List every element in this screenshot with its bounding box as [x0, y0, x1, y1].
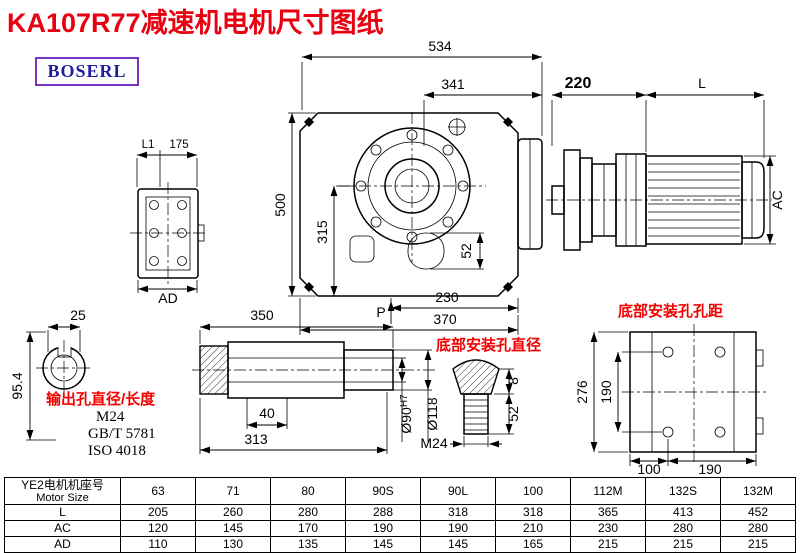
table-cell: 260 — [195, 504, 271, 521]
table-cell: 215 — [645, 536, 721, 553]
table-row-ac: AC 120 145 170 190 190 210 230 280 280 — [4, 520, 796, 537]
dim-52: 52 — [458, 243, 474, 259]
dim-25: 25 — [70, 307, 86, 323]
bolt-shank — [463, 393, 489, 435]
table-cell: 452 — [720, 504, 796, 521]
dim-bolt-52: 52 — [505, 406, 521, 422]
col-header: 80 — [270, 477, 346, 505]
table-header-row: YE2电机机座号 Motor Size 63 71 80 90S 90L 100… — [4, 477, 796, 505]
col-header: 100 — [495, 477, 571, 505]
table-row-ad: AD 110 130 135 145 145 165 215 215 215 — [4, 536, 796, 553]
row-label: AC — [4, 520, 121, 537]
table-cell: 365 — [570, 504, 646, 521]
table-cell: 288 — [345, 504, 421, 521]
dim-l1: L1 — [142, 139, 155, 151]
label-gb-standard: GB/T 5781 — [88, 426, 156, 442]
table-cell: 318 — [420, 504, 496, 521]
dim-276: 276 — [574, 380, 590, 404]
table-cell: 170 — [270, 520, 346, 537]
table-cell: 145 — [345, 536, 421, 553]
inspection-plug — [349, 235, 375, 263]
dim-370: 370 — [433, 311, 457, 327]
row-label: L — [4, 504, 121, 521]
table-cell: 318 — [495, 504, 571, 521]
table-cell: 145 — [195, 520, 271, 537]
col-header: 90L — [420, 477, 496, 505]
page-title: KA107R77减速机电机尺寸图纸 — [7, 8, 384, 38]
motor-fins — [648, 163, 740, 237]
table-cell: 205 — [120, 504, 196, 521]
table-cell: 135 — [270, 536, 346, 553]
label-iso-standard: ISO 4018 — [88, 443, 146, 459]
dim-100: 100 — [637, 461, 661, 477]
table-cell: 280 — [720, 520, 796, 537]
front-view-dimensions: 534 341 500 315 52 P 230 370 — [272, 38, 543, 335]
col-header: 90S — [345, 477, 421, 505]
dim-313: 313 — [244, 431, 268, 447]
bolt-head — [452, 359, 500, 395]
dim-341: 341 — [441, 76, 465, 92]
table-cell: 190 — [345, 520, 421, 537]
table-cell: 215 — [720, 536, 796, 553]
table-cell: 130 — [195, 536, 271, 553]
table-cell: 145 — [420, 536, 496, 553]
table-header-motor-size: YE2电机机座号 Motor Size — [4, 477, 121, 505]
motor-size-label-cn: YE2电机机座号 — [21, 477, 104, 492]
col-header: 112M — [570, 477, 646, 505]
dim-315: 315 — [314, 220, 330, 244]
dim-350: 350 — [250, 307, 274, 323]
col-header: 63 — [120, 477, 196, 505]
gearbox-front-view — [299, 112, 543, 297]
drain-slot — [407, 232, 445, 270]
dim-190-horizontal: 190 — [698, 461, 722, 477]
table-cell: 110 — [120, 536, 196, 553]
dim-95-4: 95.4 — [9, 372, 25, 399]
brand-logo: BOSERL — [35, 57, 139, 86]
table-cell: 190 — [420, 520, 496, 537]
label-output-hole: 输出孔直径/长度 — [46, 390, 156, 408]
dim-500: 500 — [272, 193, 288, 217]
motor-size-label-en: Motor Size — [36, 491, 89, 504]
col-header: 71 — [195, 477, 271, 505]
dim-534: 534 — [428, 38, 452, 54]
fan-cover — [741, 161, 765, 239]
dim-motor-ac: AC — [769, 190, 785, 209]
motor-size-table: YE2电机机座号 Motor Size 63 71 80 90S 90L 100… — [4, 477, 796, 553]
dim-190-vertical: 190 — [598, 380, 614, 404]
dim-bolt-m24: M24 — [420, 435, 447, 451]
label-bottom-hole-dia: 底部安装孔直径 — [436, 336, 541, 354]
col-header: 132S — [645, 477, 721, 505]
dim-bore-dia: Ø90H7 — [398, 394, 414, 434]
table-cell: 413 — [645, 504, 721, 521]
dim-ad: AD — [158, 290, 177, 306]
output-shaft-view: 350 40 313 Ø90H7 Ø118 — [192, 307, 440, 454]
mounting-bolt-detail: 底部安装孔直径 8 52 M24 — [420, 336, 541, 451]
dim-40: 40 — [259, 405, 275, 421]
table-cell: 280 — [645, 520, 721, 537]
output-flange-view: L1 175 AD — [130, 139, 206, 306]
table-cell: 120 — [120, 520, 196, 537]
table-cell: 280 — [270, 504, 346, 521]
table-cell: 230 — [570, 520, 646, 537]
table-cell: 210 — [495, 520, 571, 537]
row-label: AD — [4, 536, 121, 553]
table-cell: 215 — [570, 536, 646, 553]
col-header: 132M — [720, 477, 796, 505]
label-p: P — [376, 304, 385, 320]
dim-motor-l: L — [698, 75, 706, 91]
table-cell: 165 — [495, 536, 571, 553]
base-bottom-view: 底部安装孔孔距 276 190 100 190 — [574, 302, 768, 477]
dim-175: 175 — [169, 139, 188, 151]
dim-220: 220 — [565, 75, 592, 92]
label-thread-m24: M24 — [96, 409, 125, 425]
motor-side-view: 220 L AC — [546, 75, 785, 251]
dim-hub-dia: Ø118 — [424, 397, 440, 430]
technical-drawing: 534 341 500 315 52 P 230 370 — [9, 38, 785, 477]
dim-8: 8 — [505, 377, 521, 385]
table-row-l: L 205 260 280 288 318 318 365 413 452 — [4, 504, 796, 521]
shaft-end-view: 25 95.4 — [9, 307, 92, 441]
label-bottom-hole-pitch: 底部安装孔孔距 — [618, 302, 723, 320]
dim-230: 230 — [435, 289, 459, 305]
